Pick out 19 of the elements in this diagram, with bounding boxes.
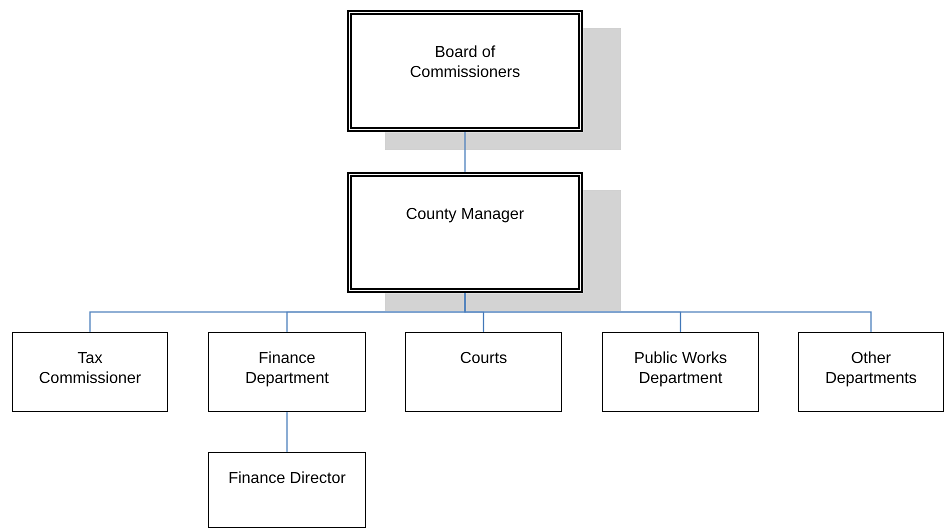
department-box xyxy=(405,332,562,412)
box-label: Board of Commissioners xyxy=(408,43,522,83)
department-box xyxy=(208,452,366,528)
department-box xyxy=(602,332,759,412)
connector-line xyxy=(464,132,466,172)
box-label: Finance Director xyxy=(228,469,346,489)
box-label: Tax Commissioner xyxy=(38,349,142,389)
department-box xyxy=(798,332,944,412)
department-box xyxy=(208,332,366,412)
manager-box xyxy=(347,172,583,293)
connector-line xyxy=(464,293,872,332)
box-label: County Manager xyxy=(406,205,524,225)
manager-box xyxy=(347,10,583,132)
department-box xyxy=(12,332,168,412)
box-label: Public Works Department xyxy=(632,349,728,389)
connector-line xyxy=(286,412,288,452)
box-label: Courts xyxy=(460,349,508,369)
box-label: Finance Department xyxy=(244,349,330,389)
box-label: Other Departments xyxy=(824,349,918,389)
